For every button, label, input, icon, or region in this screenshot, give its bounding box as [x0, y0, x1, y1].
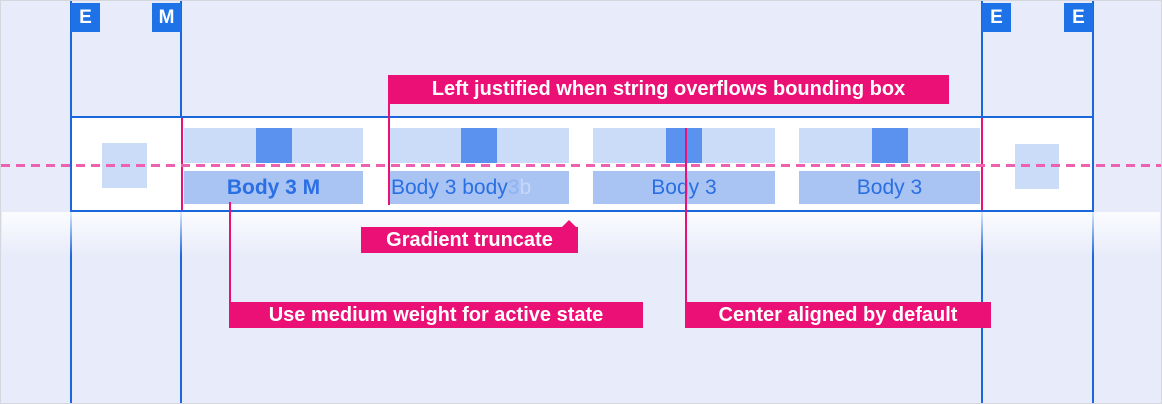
tab-label-truncated: Body 3 body 3 b: [389, 171, 569, 204]
annotation-line-medium-weight: [229, 202, 231, 303]
tab-label-segment-fade: 3: [507, 175, 520, 199]
tab-icon-placeholder: [666, 128, 702, 163]
tab-item[interactable]: Body 3: [799, 118, 980, 210]
annotation-medium-weight: Use medium weight for active state: [229, 302, 643, 328]
spacing-marker-e-right-outer: E: [1064, 3, 1093, 32]
tab-icon-placeholder: [871, 128, 908, 163]
tabbar-shadow: [2, 212, 1160, 256]
tab-item[interactable]: Body 3: [593, 118, 775, 210]
arrow-up-icon: [561, 220, 577, 228]
annotation-gradient-truncate-text: Gradient truncate: [386, 228, 553, 251]
baseline-dashed-line: [1, 164, 1161, 167]
tab-icon-placeholder: [255, 128, 292, 163]
annotation-center-aligned: Center aligned by default: [685, 302, 991, 328]
tab-label-segment: Body 3 body: [391, 175, 508, 199]
tab-item-truncated[interactable]: Body 3 body 3 b: [389, 118, 569, 210]
tab-label: Body 3: [593, 171, 775, 204]
tab-item-active[interactable]: Body 3 M: [184, 118, 363, 210]
spacing-marker-e-left: E: [71, 3, 100, 32]
tab-label-segment-fade: b: [519, 175, 532, 199]
annotation-overflow: Left justified when string overflows bou…: [388, 75, 949, 104]
tab-label: Body 3: [799, 171, 980, 204]
annotation-gradient-truncate: Gradient truncate: [361, 220, 578, 253]
tab-label: Body 3 M: [184, 171, 363, 204]
tab-bar: Body 3 M Body 3 body 3 b Body 3 Body 3: [70, 116, 1094, 212]
spacing-marker-e-right-inner: E: [982, 3, 1011, 32]
annotation-line-center-aligned: [685, 128, 687, 303]
annotation-line-overflow: [388, 104, 390, 205]
tab-icon-placeholder: [461, 128, 497, 163]
spacing-marker-m-left: M: [152, 3, 181, 32]
